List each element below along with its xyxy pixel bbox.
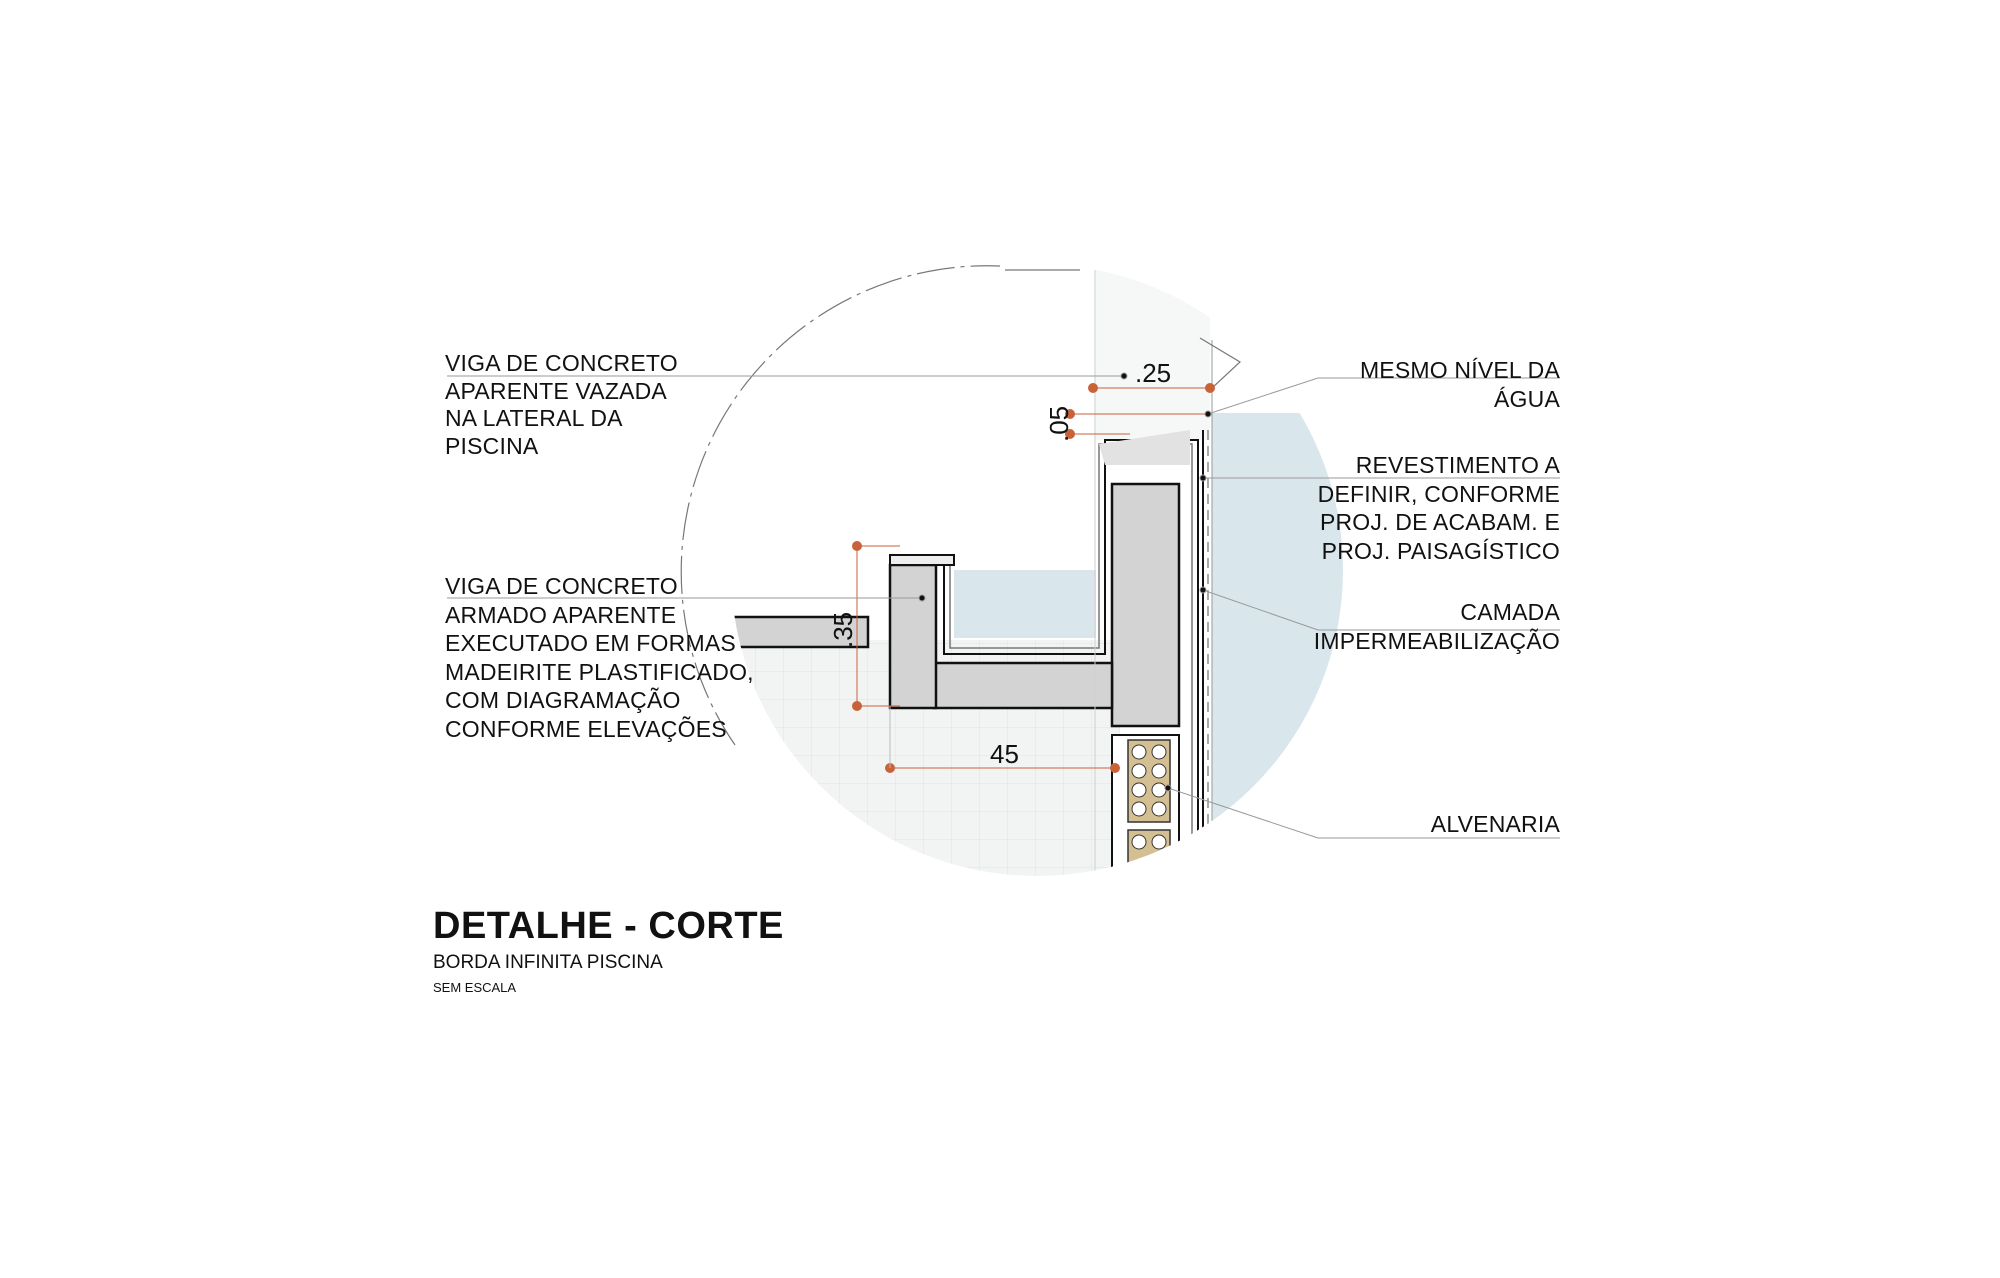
label-nivel-agua: MESMO NÍVEL DA ÁGUA <box>1359 357 1560 412</box>
masonry-bricks <box>1127 739 1171 876</box>
drawing-subtitle: BORDA INFINITA PISCINA <box>433 952 663 973</box>
dim-05: .05 <box>1044 406 1074 442</box>
lining-layer <box>943 439 1199 876</box>
waterproof-layer <box>949 443 1193 876</box>
dim-35: .35 <box>828 612 858 648</box>
edge-beam-top <box>1099 430 1190 465</box>
drawing-scale: SEM ESCALA <box>433 980 517 995</box>
label-viga-vazada: VIGA DE CONCRETO APARENTE VAZADA NA LATE… <box>445 350 678 459</box>
concrete-wall <box>1110 482 1181 728</box>
label-revestimento: REVESTIMENTO A DEFINIR, CONFORME PROJ. D… <box>1317 452 1560 564</box>
detail-circle-outline <box>680 265 1001 746</box>
label-alvenaria: ALVENARIA <box>1430 811 1560 837</box>
drawing-title: DETALHE - CORTE <box>433 905 784 947</box>
background-area <box>1095 264 1210 440</box>
leader-lines <box>447 372 1560 839</box>
cantilever-slab <box>731 615 870 649</box>
channel-wall <box>888 563 938 710</box>
label-viga-armado: VIGA DE CONCRETO ARMADO APARENTE EXECUTA… <box>445 573 754 742</box>
label-camada: CAMADA IMPERMEABILIZAÇÃO <box>1313 599 1560 654</box>
gutter-water <box>954 570 1096 638</box>
floor-beam <box>932 661 1114 710</box>
dim-45: 45 <box>990 739 1019 769</box>
dimension-lines <box>852 383 1215 773</box>
dim-25: .25 <box>1135 358 1171 388</box>
